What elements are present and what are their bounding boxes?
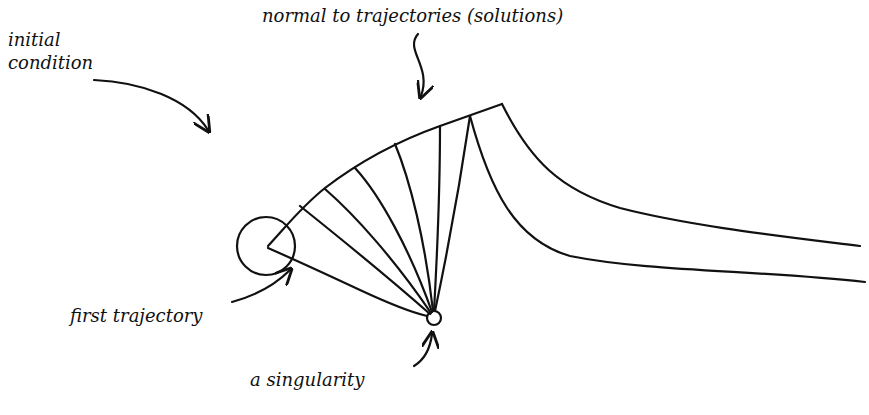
trajectory-line	[434, 126, 440, 311]
trajectory-line	[355, 168, 432, 312]
leader-arrow	[414, 34, 424, 96]
callout-label: normal to trajectories (solutions)	[262, 4, 563, 27]
leader-arrow	[414, 334, 432, 366]
singularity-circle	[427, 311, 441, 325]
leader-arrow	[94, 80, 208, 130]
outer-trajectory	[502, 104, 860, 246]
leader-arrow	[232, 270, 290, 302]
trajectory-line	[435, 116, 470, 311]
callout-label: first trajectory	[70, 304, 203, 327]
trajectory-line	[395, 144, 433, 311]
callout-label: initial condition	[8, 28, 98, 75]
callout-label: a singularity	[250, 368, 364, 391]
inner-trajectory	[470, 116, 865, 282]
normal-arc	[268, 104, 502, 246]
first-trajectory-curve	[268, 248, 427, 316]
